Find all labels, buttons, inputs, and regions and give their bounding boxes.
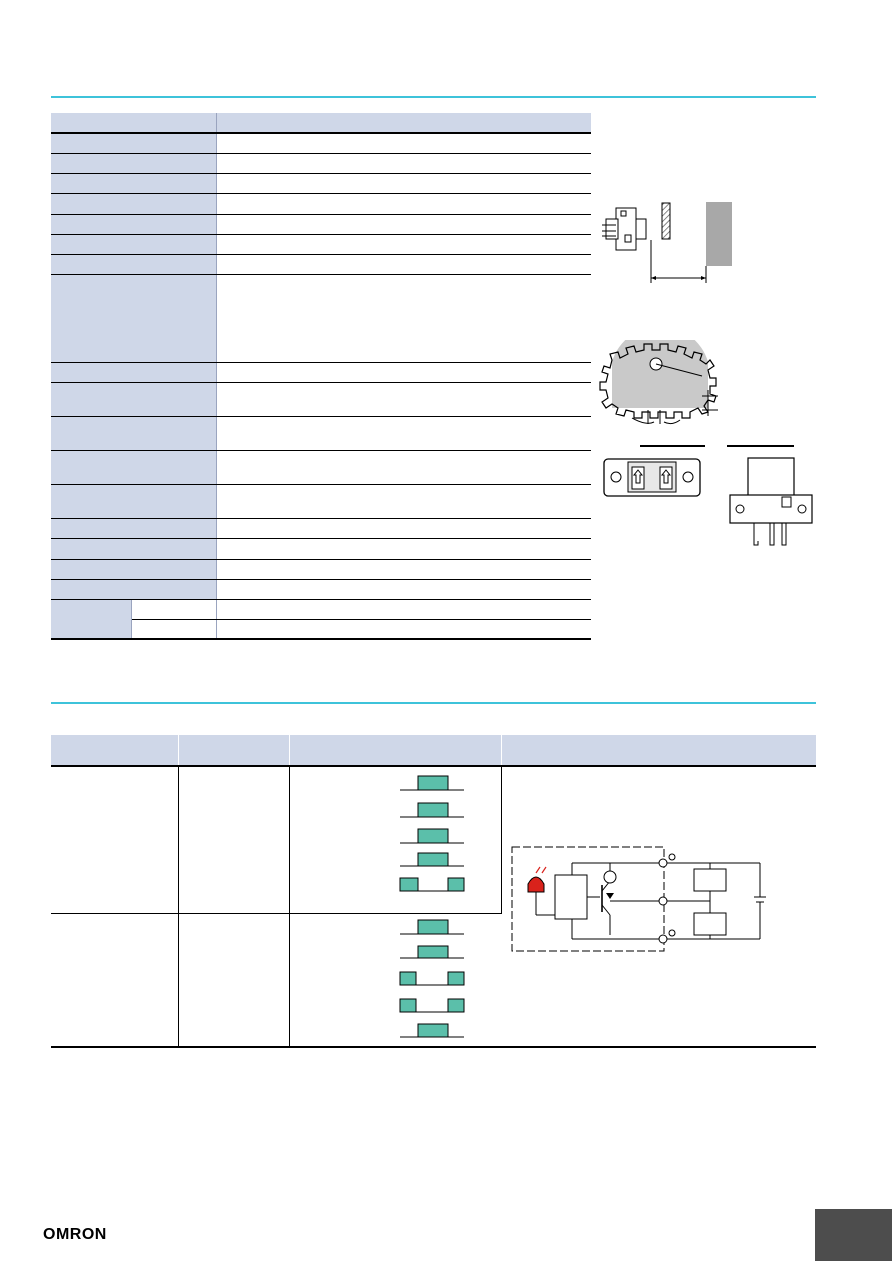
table-row [51, 559, 591, 580]
table-row [51, 254, 591, 275]
sensor-front-view [603, 458, 701, 497]
table-row [51, 173, 591, 194]
omron-logo: OMRON [43, 1226, 107, 1243]
table-row [51, 599, 591, 640]
table-row [51, 214, 591, 235]
led-icon [527, 876, 544, 893]
sensing-distance-diagram [602, 202, 732, 283]
table-row [51, 766, 816, 1048]
table-row [51, 619, 591, 640]
view-title-bar [727, 445, 794, 447]
table-header-row [51, 735, 816, 767]
table-row [51, 484, 591, 519]
table-row [51, 193, 591, 215]
timing-chart [399, 919, 464, 1038]
section-rule-ratings [51, 96, 816, 98]
view-title-bar [640, 445, 705, 447]
table-header-row [51, 113, 591, 134]
output-circuit-diagram [511, 846, 766, 952]
table-row [51, 450, 591, 485]
ratings-table [51, 113, 591, 640]
table-row [51, 153, 591, 174]
output-configuration-table [51, 735, 816, 1049]
table-row [51, 234, 591, 255]
timing-chart [399, 775, 464, 892]
section-rule-output [51, 702, 816, 704]
table-row [51, 133, 591, 154]
slotted-disk-diagram [599, 340, 718, 425]
table-row [51, 274, 591, 363]
sensor-side-view [729, 457, 813, 546]
table-row [51, 579, 591, 600]
table-row [51, 538, 591, 560]
page-tab [815, 1209, 892, 1261]
table-row [51, 518, 591, 539]
table-row [51, 416, 591, 451]
table-row [51, 382, 591, 417]
table-row [51, 362, 591, 383]
table-row [51, 913, 816, 1049]
